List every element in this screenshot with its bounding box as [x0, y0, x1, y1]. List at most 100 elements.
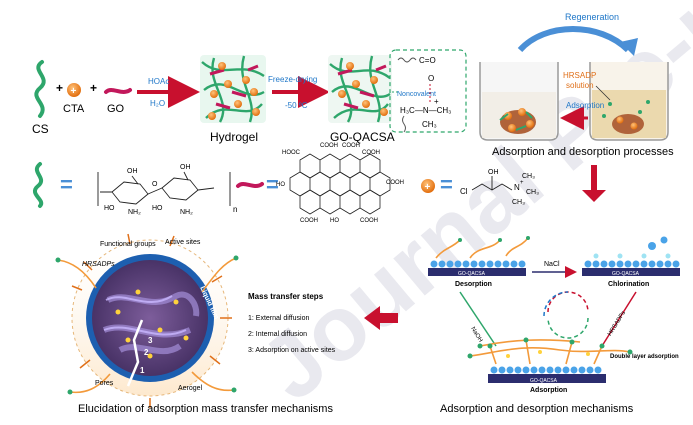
regeneration-arrow — [517, 26, 631, 53]
cta-cl: Cl — [460, 187, 468, 196]
plus-sign: + — [56, 81, 63, 95]
beaker-hrsadp-icon — [589, 62, 669, 141]
chem-n-line: H₃C—N—CH₃ — [400, 106, 451, 115]
cs-chain-legend-icon — [32, 162, 44, 208]
processes-caption: Adsorption and desorption processes — [492, 146, 674, 158]
hydrogel-label: Hydrogel — [210, 130, 258, 144]
plus-sign-2: + — [90, 81, 97, 95]
cta-bead-legend-icon — [421, 179, 435, 193]
freeze-temp-label: -50 ºC — [285, 101, 308, 110]
hrsadps-label: HRSADPs — [82, 261, 115, 268]
regeneration-label: Regeneration — [565, 12, 619, 22]
hrsadp-solution-line1: HRSADP — [563, 71, 596, 80]
go-structure — [289, 153, 391, 215]
inset-go-chain-icon — [397, 57, 417, 63]
noncovalent-inset — [389, 49, 467, 133]
go-qacsa-label: GO-QACSA — [330, 130, 395, 144]
step-marker-2: 2 — [144, 348, 149, 357]
pores-label: Pores — [95, 380, 114, 387]
go-ho-2: HO — [330, 218, 339, 224]
cs-oh-b: OH — [180, 164, 191, 171]
aerogel-label: Aerogel — [178, 385, 203, 392]
cs-chain-icon — [34, 60, 46, 118]
go-cooh-4: COOH — [362, 150, 380, 156]
naoh-arrow — [459, 291, 497, 347]
chlorination-surface-icon — [582, 236, 680, 276]
equals-sign-go: = — [266, 172, 279, 197]
cs-nh2-b: NH₂ — [180, 209, 193, 216]
left-arrow-icon — [364, 306, 398, 330]
go-sheet-icon — [104, 88, 132, 94]
down-arrow-icon — [582, 165, 606, 202]
mass-transfer-caption: Elucidation of adsorption mass transfer … — [78, 403, 333, 415]
regeneration-cycle-icon — [543, 291, 589, 339]
reagent-hoac: HOAc — [148, 77, 169, 86]
chem-o: O — [428, 74, 434, 83]
cs-ho-a: HO — [104, 205, 115, 212]
go-cooh-5: COOH — [386, 180, 404, 186]
desorption-surface-label: GO-QACSA — [458, 271, 486, 277]
step-marker-3: 3 — [148, 336, 153, 345]
aerogel-particle-icon — [55, 233, 239, 408]
mass-transfer-step-3: 3: Adsorption on active sites — [248, 347, 336, 354]
solution-pointer — [595, 85, 611, 101]
regeneration-arrowhead — [620, 38, 638, 56]
adsorption-surface-icon — [467, 337, 633, 383]
mass-transfer-step-2: 2: Internal diffusion — [248, 331, 307, 338]
go-ho-1: HO — [276, 182, 285, 188]
hrsadps-arrow-label: HRSADPs — [607, 310, 627, 337]
cs-nh2-a: NH₂ — [128, 209, 141, 216]
go-cooh-1: HOOC — [282, 150, 301, 156]
adsorption-surface-label: GO-QACSA — [530, 378, 558, 384]
inset-cs-chain-icon — [402, 115, 406, 133]
cta-ch3-c: CH₃ — [512, 199, 525, 206]
chem-plus: + — [434, 97, 439, 106]
hydrogel-network-icon — [200, 55, 266, 123]
cta-bead-icon — [67, 83, 81, 97]
cs-n: n — [233, 205, 237, 214]
go-sheet-legend-icon — [236, 182, 264, 188]
double-layer-label: Double layer adsorption — [610, 354, 679, 360]
active-sites-label: Active sites — [165, 239, 201, 246]
nacl-label: NaCl — [544, 261, 560, 268]
mass-transfer-step-1: 1: External diffusion — [248, 315, 309, 322]
desorption-surface-icon — [428, 236, 530, 276]
cta-ch3-a: CH₃ — [522, 173, 535, 180]
step-marker-1: 1 — [140, 366, 145, 375]
mechanisms-caption: Adsorption and desorption mechanisms — [440, 403, 634, 415]
go-cooh-2: COOH — [320, 143, 338, 149]
cta-bead-legend-plus: + — [425, 182, 431, 193]
beaker-adsorption-icon — [479, 62, 559, 141]
cs-ho-b: HO — [152, 205, 163, 212]
chem-co: C=O — [419, 56, 436, 65]
reagent-water: H₂O — [150, 99, 165, 108]
cs-oh-a: OH — [127, 168, 138, 175]
freeze-drying-label: Freeze-drying — [268, 75, 317, 84]
chlorination-surface-label: GO-QACSA — [612, 271, 640, 277]
noncovalent-label: Noncovalent — [397, 91, 436, 98]
go-qacsa-network-icon — [328, 55, 392, 123]
cta-oh: OH — [488, 169, 499, 176]
chem-ch3: CH₃ — [422, 120, 437, 129]
cta-bead-plus: + — [71, 86, 77, 97]
chitosan-structure — [97, 171, 231, 206]
go-cooh-6: COOH — [300, 218, 318, 224]
hrsadp-solution-line2: solution — [566, 81, 594, 90]
go-cooh-7: COOH — [360, 218, 378, 224]
cta-label: CTA — [63, 103, 85, 115]
cta-ch3-b: CH₃ — [526, 189, 539, 196]
functional-groups-label: Functional groups — [100, 241, 156, 248]
chlorination-label: Chlorination — [608, 281, 649, 288]
equals-sign-cta: = — [440, 172, 453, 197]
desorption-label: Desorption — [455, 281, 492, 288]
cta-n-plus: + — [520, 180, 524, 186]
adsorption-label: Adsorption — [530, 387, 567, 394]
mass-transfer-title: Mass transfer steps — [248, 292, 324, 301]
hrsadps-arrow — [601, 291, 637, 347]
equals-sign-cs: = — [60, 172, 73, 197]
adsorption-arrow-label: Adsorption — [566, 101, 604, 110]
cta-n: N — [514, 183, 520, 192]
cs-label: CS — [32, 122, 49, 136]
